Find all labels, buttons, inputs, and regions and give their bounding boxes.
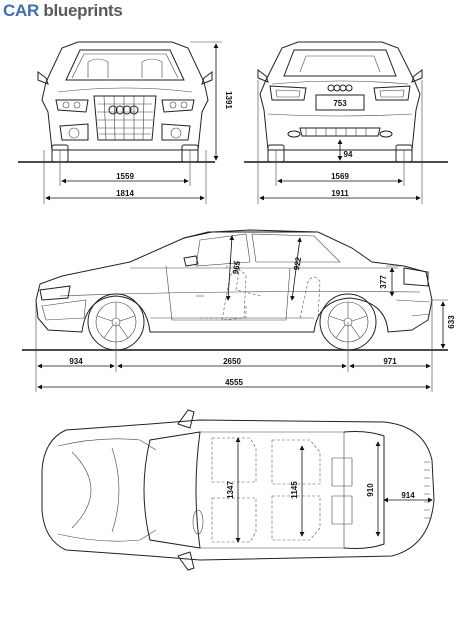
- plate-number: 753: [333, 99, 347, 108]
- dim-trunk-length: 914: [401, 491, 415, 500]
- dim-length: 4555: [225, 378, 243, 387]
- dim-rear-width: 1911: [331, 189, 349, 198]
- brand-blueprints: blueprints: [43, 1, 123, 20]
- brand-logo: CAR blueprints: [3, 1, 123, 21]
- dim-rear-seat-width: 1145: [290, 481, 299, 499]
- side-view: [22, 229, 448, 392]
- dim-front-width: 1814: [116, 189, 134, 198]
- dim-front-track: 1559: [116, 172, 134, 181]
- brand-car: CAR: [3, 1, 39, 20]
- dim-ground-bumper: 633: [447, 315, 456, 329]
- top-view: [41, 409, 435, 571]
- front-view: [18, 41, 222, 204]
- rear-view: [244, 41, 448, 204]
- dim-rear-headroom: 922: [292, 256, 303, 271]
- dim-wheelbase: 2650: [223, 357, 241, 366]
- dim-rear-overhang: 971: [383, 357, 397, 366]
- dim-trunk-height: 377: [379, 275, 388, 289]
- dim-front-height: 1391: [224, 91, 233, 109]
- dim-trunk-width: 910: [366, 483, 375, 497]
- dim-front-headroom: 965: [231, 260, 242, 275]
- dim-front-seat-width: 1347: [226, 481, 235, 499]
- dim-rear-track: 1569: [331, 172, 349, 181]
- dim-rear-clearance: 94: [344, 150, 353, 159]
- dim-front-overhang: 934: [69, 357, 83, 366]
